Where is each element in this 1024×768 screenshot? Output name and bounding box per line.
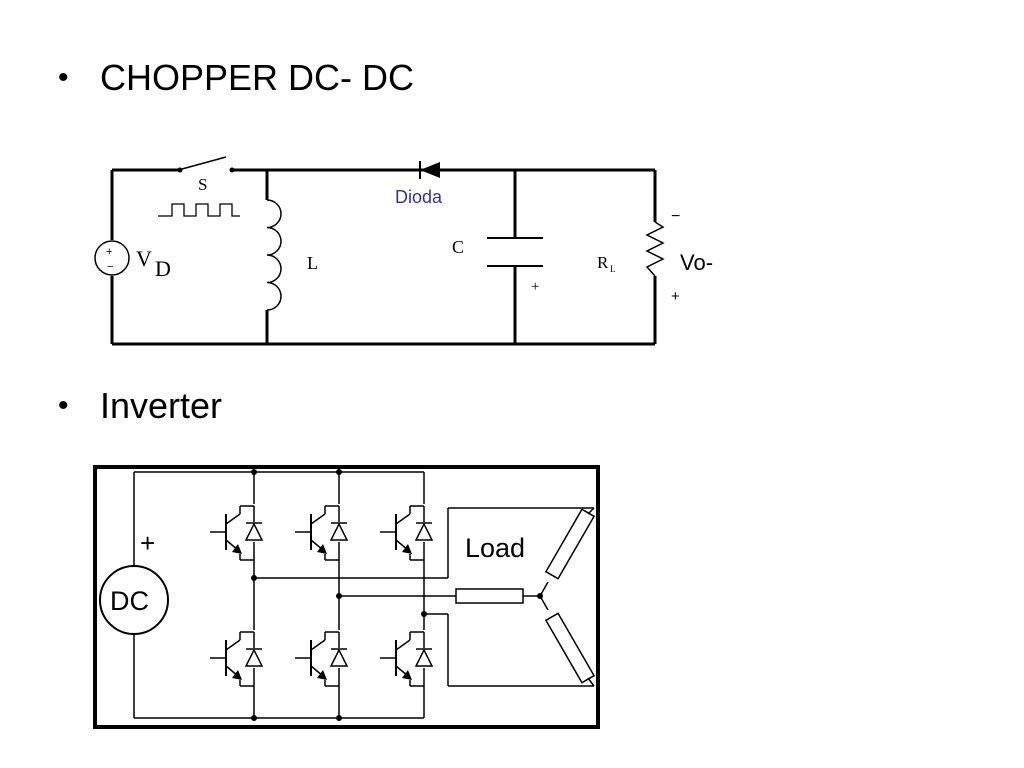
bullet-text-inverter: Inverter [100,385,223,426]
bullet-item-chopper: • CHOPPER DC- DC [58,60,414,96]
bullet-dot: • [58,61,69,94]
source-voltage-subscript: D [155,256,171,281]
dc-source-icon [99,565,169,635]
chopper-wires [110,168,657,346]
resistor-label: R [597,253,609,272]
inverter-wires [133,471,594,719]
capacitor-label: C [452,237,464,257]
load-label: Load [465,533,525,563]
resistor-zigzag-icon [645,221,665,277]
capacitor-icon [487,237,543,267]
pulse-waveform-icon [158,203,240,217]
igbt-switch-upper-b-icon [294,504,355,561]
inductor-coil-icon [266,199,282,311]
switch-symbol [177,156,235,173]
dc-source-plus-sign: + [140,528,155,558]
bullet-dot: • [58,389,69,422]
igbt-switch-upper-a-icon [209,504,270,561]
output-plus-sign: + [671,288,680,305]
diode-icon [419,161,440,179]
dc-voltage-source-icon: + − [94,240,130,276]
inductor-label: L [307,253,318,273]
load-resistor-star-icon [455,507,596,687]
resistor-subscript: L [610,264,616,274]
diode-label: Dioda [395,187,443,207]
bullet-text-chopper: CHOPPER DC- DC [100,57,415,98]
capacitor-plus-sign: + [531,279,539,295]
dc-source-label: DC [110,586,149,616]
switch-label: S [198,175,207,194]
igbt-switch-lower-a-icon [209,630,270,687]
output-voltage-label: Vo- [680,250,713,275]
bullet-item-inverter: • Inverter [58,388,222,424]
output-minus-sign: − [671,208,680,225]
source-voltage-label: V [136,246,152,271]
igbt-switch-upper-c-icon [379,504,440,561]
inverter-frame [93,465,600,729]
svg-text:+: + [106,246,112,258]
svg-text:−: − [107,261,113,273]
igbt-switch-lower-b-icon [294,630,355,687]
igbt-switch-lower-c-icon [379,630,440,687]
